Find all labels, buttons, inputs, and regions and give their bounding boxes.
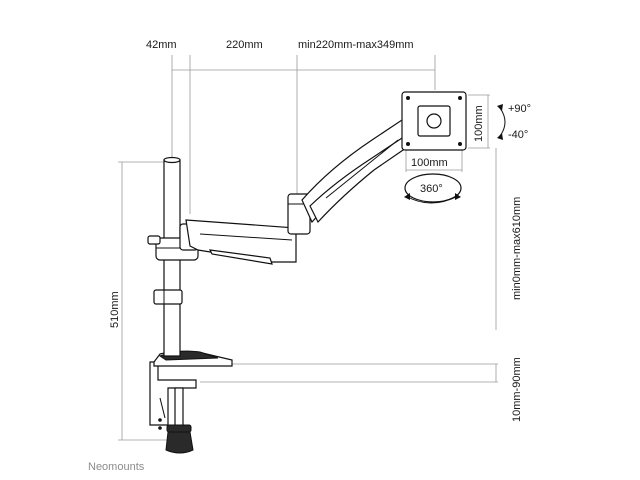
vesa-plate <box>401 91 467 151</box>
desk-thickness-label: 10mm-90mm <box>511 357 523 422</box>
tilt-indicator <box>497 104 506 140</box>
rotation-label: 360° <box>420 183 443 195</box>
tilt-up-label: +90° <box>508 103 531 115</box>
rotation-indicator <box>404 173 462 204</box>
pole-height-label: 510mm <box>109 291 121 328</box>
dim-label-vesa-width: 100mm <box>411 157 448 169</box>
gas-spring-arm <box>301 119 409 224</box>
height-adjust-label: min0mm-max610mm <box>511 197 523 300</box>
dimension-lines <box>118 55 498 441</box>
brand-logo: Neomounts <box>88 461 145 473</box>
tilt-down-label: -40° <box>508 129 528 141</box>
dim-label-vesa-height: 100mm <box>473 105 485 142</box>
desk-clamp <box>149 361 197 454</box>
dim-label-42mm: 42mm <box>146 39 177 51</box>
dim-label-220mm: 220mm <box>226 39 263 51</box>
dim-label-arm-reach: min220mm-max349mm <box>298 39 414 51</box>
lower-arm <box>185 219 297 265</box>
